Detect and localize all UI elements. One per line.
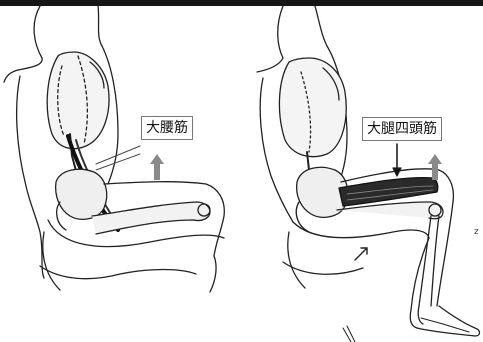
right-motion-arrow-line: [355, 248, 367, 260]
left-ribcage: [47, 52, 109, 149]
right-seat-contour: [283, 262, 363, 274]
right-stray-marks: [343, 326, 355, 342]
stray-mark: z: [474, 227, 479, 237]
right-neck-outline: [257, 6, 283, 72]
quadriceps-label: 大腿四頭筋: [362, 117, 442, 141]
right-back-neck-line: [315, 6, 327, 46]
right-foot: [417, 306, 480, 336]
left-back-neck-line: [98, 6, 102, 46]
left-illustration-panel: [0, 6, 243, 342]
left-femur: [92, 202, 210, 234]
psoas-label: 大腰筋: [141, 116, 193, 140]
left-leader-line-2: [96, 154, 140, 170]
left-pelvis: [56, 169, 107, 219]
left-shin-start: [210, 256, 216, 292]
left-buttock-contour: [43, 232, 60, 290]
right-buttock-contour: [288, 232, 305, 288]
right-thigh-underside: [293, 222, 429, 238]
left-up-arrow-icon: [150, 154, 164, 180]
left-front-torso: [17, 76, 44, 278]
right-fibula: [431, 216, 439, 306]
quadriceps-illustration: [243, 6, 483, 342]
left-leader-line-1: [96, 146, 140, 164]
right-up-arrow-icon: [428, 154, 442, 180]
left-seat-contour: [40, 266, 196, 279]
left-neck-outline: [4, 6, 42, 82]
right-illustration-panel: [243, 6, 483, 342]
psoas-illustration: [0, 6, 243, 342]
right-ribcage: [279, 58, 346, 157]
